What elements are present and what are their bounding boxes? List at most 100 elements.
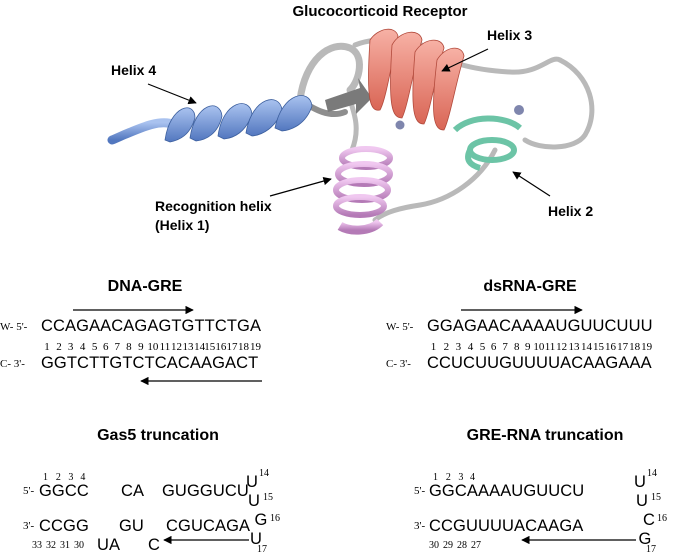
loop-position-number: 17 (257, 544, 267, 554)
helix-2-pointer (512, 171, 551, 197)
loop-position-number: 14 (259, 468, 269, 479)
recognition-helix-label-2: (Helix 1) (155, 217, 209, 233)
gas5-3prime: 3'- (23, 520, 34, 532)
position-number: 27 (471, 540, 481, 551)
position-number: 1 (431, 341, 437, 353)
recognition-helix-pointer (269, 176, 332, 197)
gre-rna-5prime: 5'- (414, 485, 425, 497)
position-number: 30 (74, 540, 84, 551)
position-number: 9 (138, 341, 144, 353)
gas5-bulge-c: C (148, 536, 160, 554)
position-number: 15 (593, 341, 605, 353)
gas5-top-seq-a: GGCC (39, 482, 89, 500)
gas5-bottom-seq-b: GU (119, 517, 144, 535)
position-number: 16 (215, 341, 227, 353)
position-number: 14 (581, 341, 593, 353)
position-number: 17 (226, 341, 238, 353)
zinc-atom (514, 105, 524, 115)
loop-base: U (634, 473, 646, 491)
gas5-top-seq-b: CA (121, 482, 144, 500)
dna-gre-title: DNA-GRE (108, 278, 183, 295)
position-number: 2 (56, 341, 62, 353)
position-number: 4 (470, 472, 475, 483)
helix-4-pointer (147, 83, 197, 105)
position-number: 13 (183, 341, 195, 353)
loop-base: U (246, 473, 258, 491)
position-number: 16 (605, 341, 617, 353)
dna-c-prefix: C- 3'- (0, 358, 25, 370)
position-number: 17 (617, 341, 629, 353)
position-number: 19 (250, 341, 262, 353)
position-number: 13 (569, 341, 581, 353)
loop-base: U (250, 530, 262, 548)
position-number: 2 (444, 341, 450, 353)
position-number: 29 (443, 540, 453, 551)
position-number: 2 (56, 472, 61, 483)
helix-1-ribbon (333, 146, 393, 235)
gas5-bottom-seq-a: CCGG (39, 517, 89, 535)
zinc-atom (395, 120, 405, 130)
loop-base: U (636, 492, 648, 510)
recognition-helix-label: Recognition helix (155, 198, 272, 214)
position-number: 8 (514, 341, 520, 353)
gre-rna-bottom-numbers: 30 29 28 27 (429, 540, 481, 551)
helix-4-ribbon (107, 95, 313, 145)
position-number: 10 (533, 341, 545, 353)
position-number: 6 (103, 341, 109, 353)
position-number: 1 (44, 341, 50, 353)
dna-bottom-strand: GGTCTTGTCTCACAAGACT (41, 354, 258, 372)
loop-position-number: 15 (263, 492, 273, 503)
loop-base: C (643, 511, 655, 529)
protein-structure: Glucocorticoid Receptor (107, 3, 595, 235)
gre-rna-3prime: 3'- (414, 520, 425, 532)
position-number: 2 (446, 472, 451, 483)
position-number: 3 (68, 341, 74, 353)
position-number: 14 (194, 341, 206, 353)
position-number: 5 (480, 341, 486, 353)
loop-position-number: 14 (647, 468, 657, 479)
helix-2-label: Helix 2 (548, 203, 593, 219)
dsrna-top-strand: GGAGAACAAAAUGUUCUUU (427, 317, 653, 335)
loop-position-number: 17 (646, 544, 656, 554)
position-number: 1 (433, 472, 438, 483)
gas5-title: Gas5 truncation (97, 427, 219, 444)
position-number: 19 (641, 341, 653, 353)
position-number: 11 (160, 341, 171, 353)
loop-position-number: 15 (651, 492, 661, 503)
position-number: 5 (92, 341, 98, 353)
position-number: 7 (115, 341, 121, 353)
position-number: 28 (457, 540, 467, 551)
position-number: 11 (545, 341, 556, 353)
loop-base: G (639, 530, 652, 548)
gas5-5prime: 5'- (23, 485, 34, 497)
loop-position-number: 16 (270, 513, 280, 524)
gas5-bulge-ua: UA (97, 536, 120, 554)
position-number: 30 (429, 540, 439, 551)
position-number: 3 (456, 341, 462, 353)
position-number: 10 (147, 341, 159, 353)
helix-2-ribbon (452, 115, 522, 171)
position-number: 32 (46, 540, 56, 551)
position-number: 15 (204, 341, 216, 353)
helix-3-pointer (441, 48, 489, 72)
gre-rna-title: GRE-RNA truncation (467, 427, 624, 444)
position-number: 3 (458, 472, 463, 483)
position-number: 4 (80, 472, 85, 483)
beta-strand-arrow (325, 78, 372, 114)
gas5-bottom-seq-c: CGUCAGA (166, 517, 250, 535)
structure-title: Glucocorticoid Receptor (292, 3, 467, 20)
gas5-top-seq-c: GUGGUCU (162, 482, 249, 500)
position-number: 4 (468, 341, 474, 353)
position-number: 1 (43, 472, 48, 483)
